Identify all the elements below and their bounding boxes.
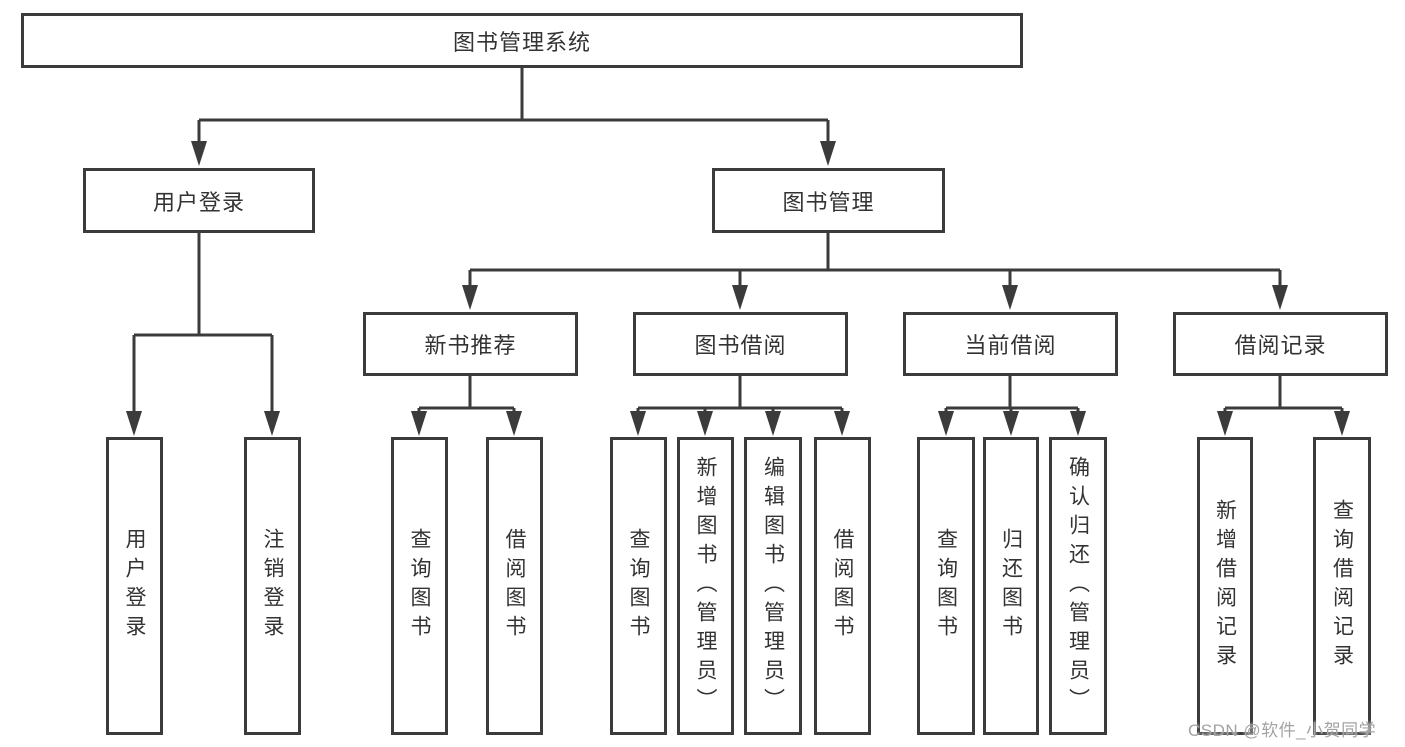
node-branch-user-login: 用户登录	[83, 168, 315, 233]
node-label: 编辑图书（管理员）	[761, 455, 785, 717]
node-label: 确认归还（管理员）	[1066, 455, 1090, 717]
node-label: 用户登录	[123, 528, 147, 644]
node-label: 用户登录	[152, 189, 245, 215]
node-label: 新增图书（管理员）	[694, 455, 718, 717]
csdn-watermark: CSDN @软件_小贺同学	[1188, 721, 1377, 740]
node-leaf-query-books-current: 查询图书	[917, 437, 975, 735]
node-leaf-return-books: 归还图书	[983, 437, 1039, 735]
node-section-new-book-recommend: 新书推荐	[363, 312, 578, 376]
node-branch-book-management: 图书管理	[712, 168, 945, 233]
node-label: 查询借阅记录	[1330, 499, 1354, 673]
node-label: 注销登录	[261, 528, 285, 644]
node-leaf-borrow-books-borrowing: 借阅图书	[814, 437, 871, 735]
node-section-current-borrowing: 当前借阅	[903, 312, 1118, 376]
node-label: 查询图书	[627, 528, 651, 644]
node-label: 当前借阅	[964, 333, 1057, 358]
node-section-book-borrowing: 图书借阅	[633, 312, 848, 376]
node-leaf-add-books-admin: 新增图书（管理员）	[677, 437, 734, 735]
node-label: 查询图书	[934, 528, 958, 644]
node-root-library-system: 图书管理系统	[21, 13, 1023, 68]
node-label: 借阅记录	[1234, 333, 1327, 358]
node-leaf-edit-books-admin: 编辑图书（管理员）	[744, 437, 802, 735]
node-leaf-confirm-return-admin: 确认归还（管理员）	[1049, 437, 1107, 735]
node-label: 借阅图书	[503, 528, 527, 644]
node-label: 图书管理	[782, 189, 875, 215]
node-label: 借阅图书	[831, 528, 855, 644]
node-leaf-query-borrow-record: 查询借阅记录	[1313, 437, 1371, 735]
node-label: 新书推荐	[424, 333, 517, 358]
node-label: 图书管理系统	[452, 29, 591, 55]
node-leaf-query-books-borrowing: 查询图书	[610, 437, 667, 735]
node-leaf-logout: 注销登录	[244, 437, 301, 735]
node-label: 归还图书	[999, 528, 1023, 644]
node-label: 图书借阅	[694, 333, 787, 358]
node-leaf-add-borrow-record: 新增借阅记录	[1197, 437, 1253, 735]
node-leaf-borrow-books-recommend: 借阅图书	[486, 437, 543, 735]
node-leaf-query-books-recommend: 查询图书	[391, 437, 448, 735]
node-label: 查询图书	[408, 528, 432, 644]
node-section-borrow-records: 借阅记录	[1173, 312, 1388, 376]
node-label: 新增借阅记录	[1213, 499, 1237, 673]
node-leaf-user-login: 用户登录	[106, 437, 163, 735]
arrowhead-icons	[126, 141, 1350, 436]
